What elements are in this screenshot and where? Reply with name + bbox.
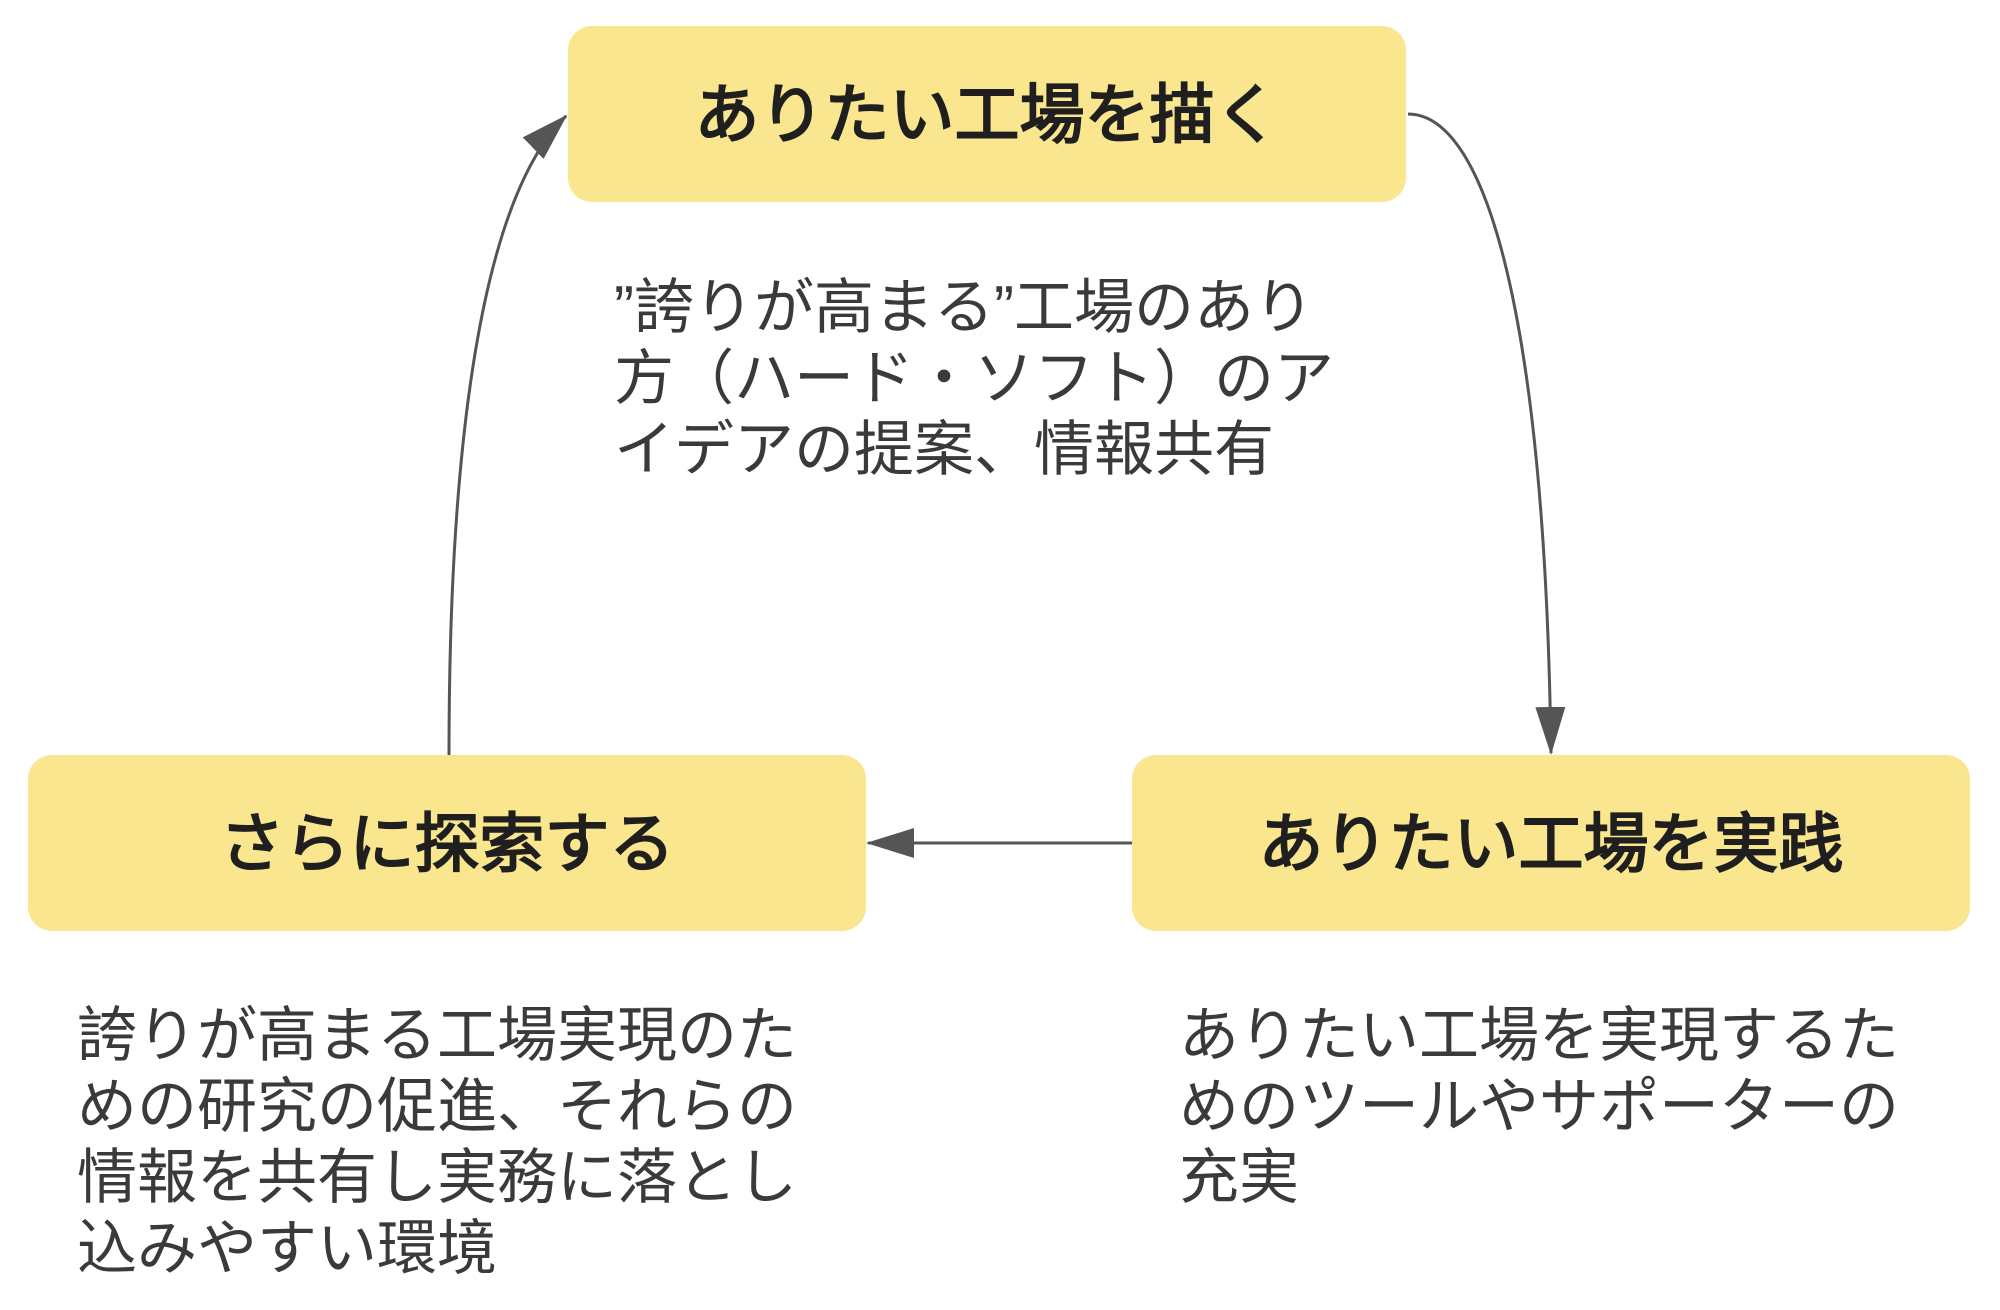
description-line: ありたい工場を実現するた [1179,1002,1899,1069]
description-line: めの研究の促進、それらの [77,1073,797,1140]
description-line: 方（ハード・ソフト）のア [614,345,1334,412]
description-line: 誇りが高まる工場実現のた [77,1002,797,1069]
node-title: ありたい工場を描く [694,77,1280,151]
arrow-draw-to-practice [1407,112,1566,755]
node-explore-further: さらに探索する [28,755,866,931]
description-line: ”誇りが高まる”工場のあり [614,274,1314,341]
description-line: 情報を共有し実務に落とし [77,1144,797,1211]
node-title: さらに探索する [219,806,675,880]
description-line: 込みやすい環境 [77,1215,497,1282]
node-description-practice: ありたい工場を実現するた めのツールやサポーターの 充実 [1179,1000,1899,1213]
node-description-draw: ”誇りが高まる”工場のあり 方（ハード・ソフト）のア イデアの提案、情報共有 [614,272,1334,485]
node-title: ありたい工場を実践 [1258,806,1844,880]
node-practice-ideal-factory: ありたい工場を実践 [1132,755,1970,931]
description-line: 充実 [1179,1144,1299,1211]
description-line: めのツールやサポーターの [1179,1073,1899,1140]
arrow-explore-to-draw [447,114,568,756]
node-description-explore: 誇りが高まる工場実現のた めの研究の促進、それらの 情報を共有し実務に落とし 込… [77,1000,797,1284]
description-line: イデアの提案、情報共有 [614,416,1274,483]
node-draw-ideal-factory: ありたい工場を描く [568,26,1406,202]
